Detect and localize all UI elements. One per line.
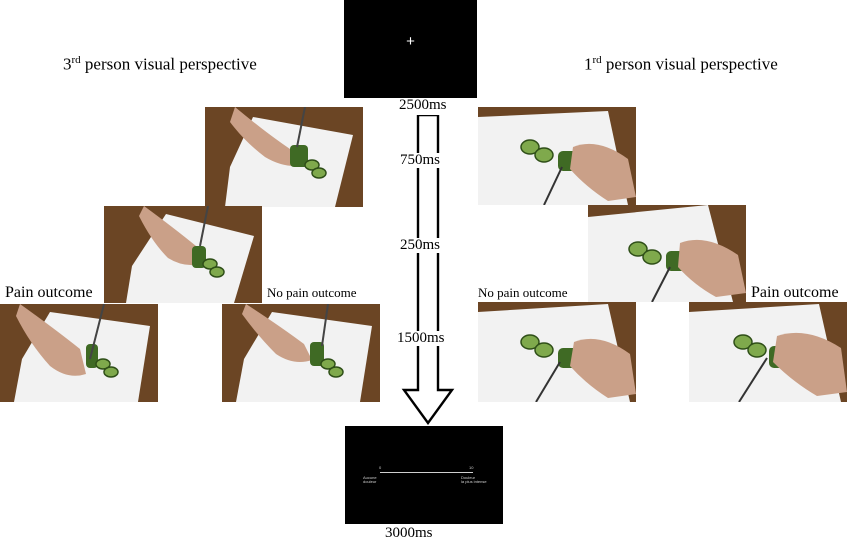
first-person-frame-2 <box>588 205 746 302</box>
rating-max-anchor: Douleur la plus intense <box>461 475 487 485</box>
first-person-no-pain-outcome-frame <box>478 302 636 402</box>
third-person-frame-1 <box>205 107 363 207</box>
rating-max-value: 10 <box>469 465 474 470</box>
first-person-perspective-label: 1rd person visual perspective <box>584 54 778 74</box>
right-no-pain-outcome-label: No pain outcome <box>478 285 568 300</box>
timing-second-frame: 250ms <box>400 237 441 253</box>
rating-scale-line <box>380 472 473 473</box>
third-person-perspective-label: 3rd person visual perspective <box>63 54 257 74</box>
first-person-pain-outcome-frame <box>689 302 847 402</box>
left-no-pain-outcome-label: No pain outcome <box>267 285 357 300</box>
third-person-no-pain-outcome-frame <box>222 304 380 402</box>
right-pain-outcome-label: Pain outcome <box>751 284 839 301</box>
rating-min-anchor: Aucune douleur <box>363 475 377 485</box>
fixation-screen: + <box>344 0 477 98</box>
third-person-frame-2 <box>104 206 262 303</box>
first-person-frame-1 <box>478 107 636 205</box>
timing-rating: 3000ms <box>385 525 433 541</box>
timing-fixation: 2500ms <box>399 97 447 113</box>
third-person-pain-outcome-frame <box>0 304 158 402</box>
timing-first-frame: 750ms <box>400 152 441 168</box>
fixation-cross: + <box>406 33 415 50</box>
rating-min-value: 0 <box>379 465 382 470</box>
pain-rating-screen: 0 10 Aucune douleur Douleur la plus inte… <box>345 426 503 524</box>
timing-outcome: 1500ms <box>397 330 445 346</box>
left-pain-outcome-label: Pain outcome <box>5 284 93 301</box>
